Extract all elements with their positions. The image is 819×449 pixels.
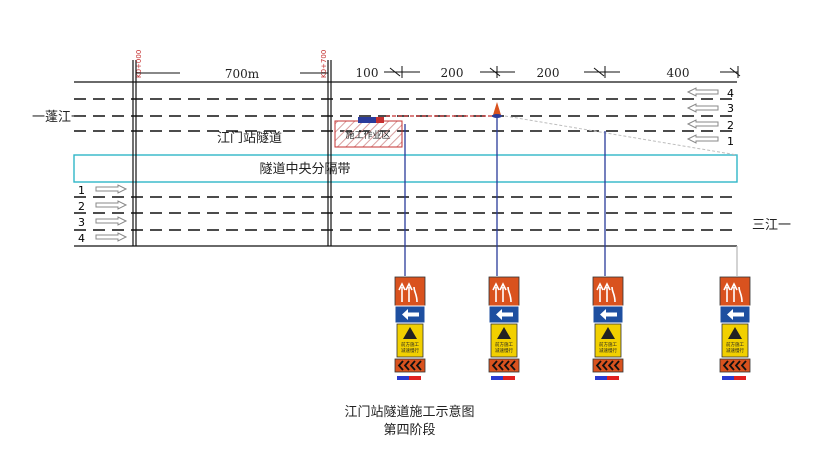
lane-arrows-icon: [398, 282, 418, 303]
work-ahead-text: 前方施工: [726, 341, 744, 348]
red-light: [607, 376, 619, 380]
distance-4: 400: [667, 66, 690, 80]
left-arrow-icon: [727, 309, 744, 320]
tunnel-portals: [132, 60, 332, 246]
lower-lane-3: 3: [78, 216, 85, 229]
distance-1: 100: [356, 66, 379, 80]
cone-icon: [493, 102, 501, 115]
lane-closure-sign: [719, 276, 751, 308]
work-ahead-text: 前方施工: [599, 341, 617, 348]
worker-icon: [497, 327, 511, 339]
lane-closure-sign: [488, 276, 520, 308]
median-label: 隧道中央分隔带: [259, 161, 350, 177]
red-light: [409, 376, 421, 380]
slow-down-text: 减速慢行: [599, 347, 617, 354]
lane-closure-sign: [592, 276, 624, 308]
red-light: [734, 376, 746, 380]
tunnel-name: 江门站隧道: [217, 130, 282, 146]
work-ahead-text: 前方施工: [401, 341, 419, 348]
upper-lane-arrows: [686, 87, 719, 144]
distance-3: 200: [537, 66, 560, 80]
left-arrow-icon: [402, 309, 419, 320]
work-ahead-text: 前方施工: [495, 341, 513, 348]
arrow-vehicle-light: [376, 117, 384, 123]
right-direction-label: 三江一: [752, 218, 791, 233]
lane-arrows-icon: [492, 282, 512, 303]
arrow-vehicle: [358, 117, 376, 123]
red-light: [503, 376, 515, 380]
taper-line: [504, 115, 738, 156]
lower-lane-1: 1: [78, 184, 85, 197]
upper-lane-4: 4: [727, 87, 734, 100]
upper-lane-3: 3: [727, 102, 734, 115]
blue-light: [722, 376, 734, 380]
slow-down-text: 减速慢行: [401, 347, 419, 354]
lane-arrows-icon: [723, 282, 743, 303]
blue-light: [491, 376, 503, 380]
lower-lane-arrows: [95, 184, 128, 242]
left-arrow-icon: [496, 309, 513, 320]
slow-down-text: 减速慢行: [726, 347, 744, 354]
worker-icon: [403, 327, 417, 339]
upper-lane-1: 1: [727, 135, 734, 148]
chevron-icon: [722, 360, 747, 371]
lower-lane-2: 2: [78, 200, 85, 213]
blue-light: [595, 376, 607, 380]
caption-title: 江门站隧道施工示意图: [344, 405, 475, 420]
stake-right: K0+700: [320, 50, 328, 78]
left-direction-label: 一蓬江一: [32, 110, 84, 125]
sign-poles: [404, 118, 738, 276]
slow-down-text: 减速慢行: [495, 347, 513, 354]
lane-arrows-icon: [596, 282, 616, 303]
lane-closure-sign: [394, 276, 426, 308]
worker-icon: [728, 327, 742, 339]
distance-2: 200: [441, 66, 464, 80]
left-arrow-icon: [600, 309, 617, 320]
cone-base: [492, 114, 502, 118]
caption-stage: 第四阶段: [383, 423, 436, 438]
distance-ticks: [384, 66, 741, 78]
chevron-icon: [397, 360, 422, 371]
work-zone-label: 施工作业区: [345, 129, 390, 141]
stake-left: K0+000: [135, 50, 143, 78]
chevron-icon: [595, 360, 620, 371]
dimension-700m: [135, 68, 328, 78]
worker-icon: [601, 327, 615, 339]
blue-light: [397, 376, 409, 380]
chevron-icon: [491, 360, 516, 371]
lower-lane-4: 4: [78, 232, 85, 245]
distance-main: 700m: [225, 67, 260, 81]
upper-lane-2: 2: [727, 119, 734, 132]
